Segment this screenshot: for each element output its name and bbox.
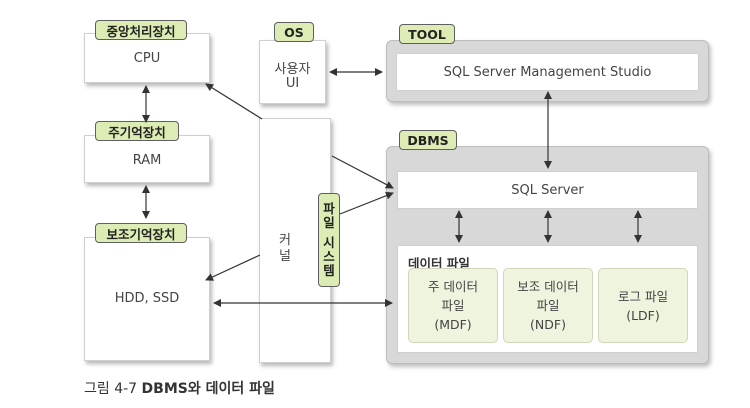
ram-tag: 주기억장치 <box>95 121 179 141</box>
ldf-line1: 로그 파일 <box>618 288 668 304</box>
storage-tag: 보조기억장치 <box>95 223 187 243</box>
ndf-line1: 보조 데이터 <box>517 279 579 294</box>
mdf-text: 주 데이터 파일 (MDF) <box>428 277 478 334</box>
kernel-label: 커 널 <box>268 233 302 265</box>
os-ui-box: 사용자 UI <box>259 40 326 104</box>
arrow-kernel-server-2 <box>339 191 394 215</box>
file-system-char-6: 템 <box>323 263 335 278</box>
ndf-box: 보조 데이터 파일 (NDF) <box>503 268 593 343</box>
arrow-kernel-server-1 <box>331 155 394 189</box>
caption-prefix: 그림 4-7 <box>84 381 138 397</box>
kernel-char-2: 널 <box>279 249 291 264</box>
sql-server-label: SQL Server <box>511 183 584 198</box>
ldf-line2: (LDF) <box>626 307 660 323</box>
storage-label: HDD, SSD <box>114 291 180 306</box>
file-system-char-4: 시 <box>323 235 335 250</box>
file-system-char-1: 파 <box>323 201 335 216</box>
file-system-tag: 파 일 시 스 템 <box>318 193 340 287</box>
figure-caption: 그림 4-7 DBMS와 데이터 파일 <box>84 378 275 398</box>
tool-panel: SQL Server Management Studio <box>386 40 709 102</box>
mdf-line1: 주 데이터 <box>428 279 478 294</box>
arrow-kernel-storage <box>205 254 261 281</box>
mdf-line2: 파일 <box>441 298 465 313</box>
data-file-title: 데이터 파일 <box>408 256 470 271</box>
cpu-label: CPU <box>133 51 161 66</box>
cpu-box: CPU <box>84 33 210 83</box>
os-tag: OS <box>274 22 314 42</box>
ram-label: RAM <box>132 153 162 168</box>
kernel-char-1: 커 <box>279 233 291 248</box>
dbms-panel: SQL Server 데이터 파일 주 데이터 파일 (MDF) 보조 데이터 … <box>386 146 709 364</box>
mdf-box: 주 데이터 파일 (MDF) <box>408 268 498 343</box>
os-ui-line2: UI <box>285 76 300 91</box>
ldf-box: 로그 파일 (LDF) <box>598 268 688 343</box>
file-system-char-5: 스 <box>323 249 335 264</box>
file-system-char-2: 일 <box>323 215 335 230</box>
ndf-line3: (NDF) <box>530 317 566 332</box>
tool-tag: TOOL <box>399 24 455 44</box>
ssms-box: SQL Server Management Studio <box>396 53 699 91</box>
os-ui-line1: 사용자 <box>274 62 311 77</box>
caption-title: DBMS와 데이터 파일 <box>141 381 275 397</box>
cpu-tag: 중앙처리장치 <box>95 20 187 40</box>
ldf-text: 로그 파일 (LDF) <box>618 287 668 325</box>
sql-server-box: SQL Server <box>397 171 698 209</box>
arrow-kernel-cpu <box>205 83 263 120</box>
dbms-tag: DBMS <box>399 130 457 150</box>
data-file-box: 데이터 파일 주 데이터 파일 (MDF) 보조 데이터 파일 (NDF) 로그… <box>397 245 698 353</box>
ssms-label: SQL Server Management Studio <box>443 65 652 80</box>
ndf-line2: 파일 <box>536 298 560 313</box>
ndf-text: 보조 데이터 파일 (NDF) <box>517 277 578 334</box>
mdf-line3: (MDF) <box>434 317 472 332</box>
